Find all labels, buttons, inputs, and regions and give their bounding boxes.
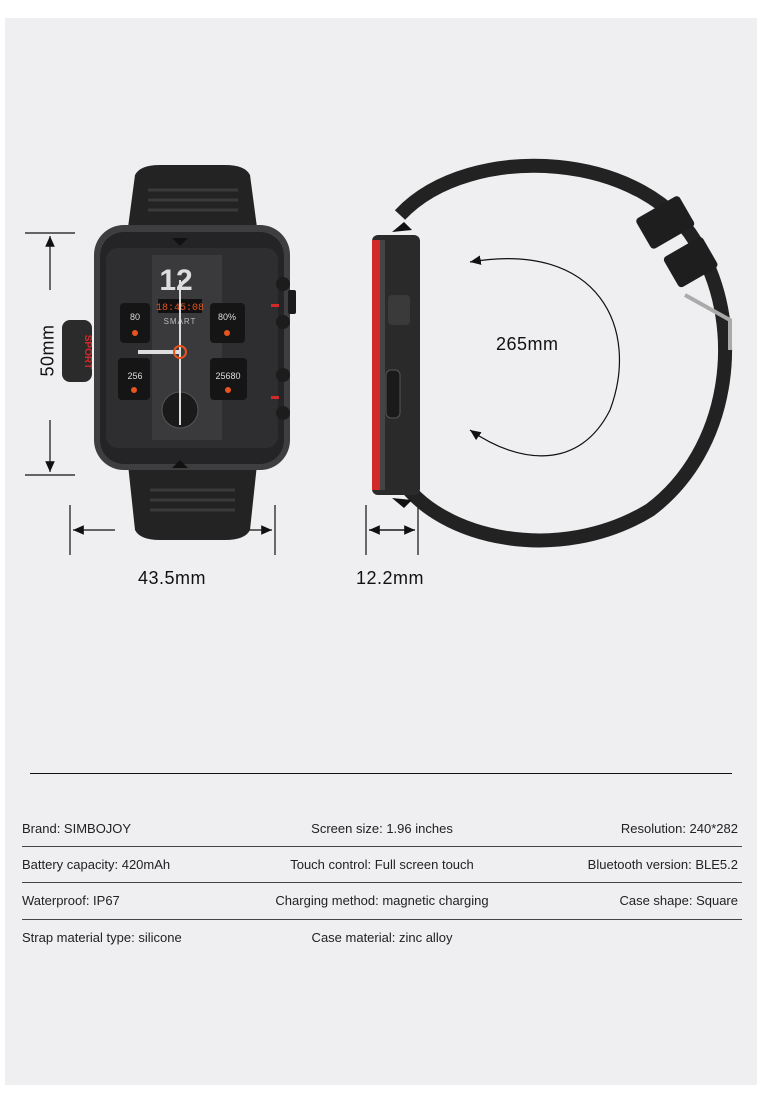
heart-icon [132, 330, 138, 336]
height-label: 50mm [37, 324, 58, 377]
spec-bluetooth: Bluetooth version: BLE5.2 [587, 857, 738, 872]
spec-brand: Brand: SIMBOJOY [22, 821, 132, 836]
footsteps-icon [225, 387, 231, 393]
flame-icon [131, 387, 137, 393]
spec-case-shape: Case shape: Square [619, 893, 738, 908]
side-label: SPORT [82, 335, 93, 369]
product-illustration: SPORT 12 18:45:08 SMART 80 80% 256 25680 [25, 158, 732, 555]
thickness-label: 12.2mm [356, 568, 425, 588]
divider [30, 773, 732, 774]
width-label: 43.5mm [138, 568, 207, 588]
steps-value: 25680 [215, 371, 240, 381]
heart-rate-value: 80 [130, 312, 140, 322]
spec-row: Battery capacity: 420mAh Touch control: … [22, 857, 742, 893]
watch-side [372, 158, 732, 548]
spec-battery: Battery capacity: 420mAh [22, 857, 171, 872]
calories-value: 256 [127, 371, 142, 381]
spec-case-material: Case material: zinc alloy [311, 930, 453, 945]
row-divider [22, 919, 742, 920]
background-panel [5, 18, 757, 1085]
spec-resolution: Resolution: 240*282 [620, 821, 738, 836]
row-divider [22, 882, 742, 883]
strap-length-label: 265mm [496, 334, 559, 354]
watch-front: SPORT 12 18:45:08 SMART 80 80% 256 25680 [62, 165, 296, 540]
spec-waterproof: Waterproof: IP67 [22, 893, 120, 908]
spec-strap-material: Strap material type: silicone [22, 930, 182, 945]
spec-row: Strap material type: silicone Case mater… [22, 930, 742, 966]
spec-touch: Touch control: Full screen touch [290, 857, 474, 872]
battery-value: 80% [218, 312, 236, 322]
spec-row: Brand: SIMBOJOY Screen size: 1.96 inches… [22, 821, 742, 857]
thickness-dimension [365, 505, 419, 555]
strap-length-arrows [469, 255, 621, 457]
row-divider [22, 846, 742, 847]
hour-display: 12 [159, 264, 192, 297]
spec-screen-size: Screen size: 1.96 inches [311, 821, 453, 836]
spec-charging: Charging method: magnetic charging [275, 893, 489, 908]
bolt-icon [224, 330, 230, 336]
height-dimension [25, 232, 75, 476]
spec-row: Waterproof: IP67 Charging method: magnet… [22, 893, 742, 929]
